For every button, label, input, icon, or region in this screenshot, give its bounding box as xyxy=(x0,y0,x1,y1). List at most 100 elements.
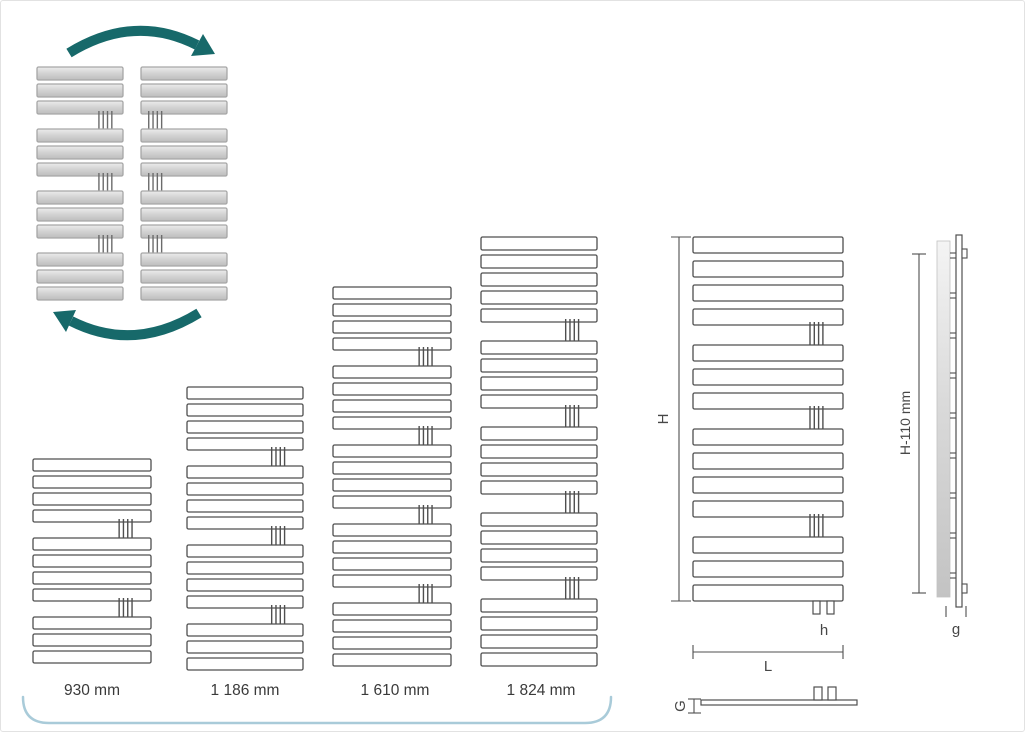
radiator-panel xyxy=(186,544,304,558)
radiator-panel xyxy=(32,616,152,630)
radiator-panel xyxy=(332,320,452,334)
radiator-panel xyxy=(332,416,452,430)
radiator-panel xyxy=(332,619,452,633)
radiator-panel xyxy=(480,340,598,355)
radiator-panel xyxy=(480,598,598,613)
radiator-panel xyxy=(480,634,598,649)
radiator-size-4 xyxy=(480,236,598,667)
dim-g: g xyxy=(945,606,967,638)
radiator-panel xyxy=(186,516,304,530)
radiator-panel xyxy=(36,207,124,222)
radiator-size-1 xyxy=(32,458,152,664)
radiator-panel xyxy=(332,540,452,554)
radiator-3-label: 1 610 mm xyxy=(361,682,430,699)
radiator-panel xyxy=(36,128,124,143)
radiator-panel xyxy=(332,495,452,509)
radiator-panel xyxy=(332,557,452,571)
radiator-panel xyxy=(332,399,452,413)
radiator-panel xyxy=(480,308,598,323)
radiator-panel xyxy=(480,530,598,545)
dim-H: H xyxy=(655,236,691,602)
radiator-panel xyxy=(32,571,152,585)
connection-stub xyxy=(826,600,835,615)
rotate-arrow-bottom xyxy=(68,308,202,341)
radiator-panel xyxy=(32,537,152,551)
radiator-panel xyxy=(140,190,228,205)
radiator-panel xyxy=(32,633,152,647)
radiator-panel xyxy=(480,236,598,251)
radiator-panel xyxy=(692,584,844,602)
radiator-panel xyxy=(186,561,304,575)
radiator-panel xyxy=(332,574,452,588)
radiator-panel xyxy=(692,536,844,554)
radiator-panel xyxy=(332,303,452,317)
radiator-panel xyxy=(480,290,598,305)
radiator-panel xyxy=(32,588,152,602)
radiator-panel xyxy=(692,476,844,494)
bottom-connection-pipe xyxy=(827,686,837,701)
bottom-profile xyxy=(700,699,858,706)
radiator-panel xyxy=(692,284,844,302)
reversibility-illustration xyxy=(36,25,228,341)
radiator-panel xyxy=(36,190,124,205)
radiator-panel xyxy=(692,560,844,578)
radiator-panel xyxy=(692,500,844,518)
radiator-panel xyxy=(186,595,304,609)
radiator-panel xyxy=(36,269,124,284)
radiator-panel xyxy=(32,475,152,489)
wall-bracket xyxy=(961,583,968,594)
radiator-panel xyxy=(140,252,228,267)
connection-stub xyxy=(812,600,821,615)
radiator-panel xyxy=(140,66,228,81)
radiator-panel xyxy=(140,162,228,177)
radiator-panel xyxy=(692,452,844,470)
radiator-panel xyxy=(692,308,844,326)
radiator-panel xyxy=(332,523,452,537)
radiator-size-3 xyxy=(332,286,452,667)
radiator-panel xyxy=(186,499,304,513)
radiator-panel xyxy=(186,465,304,479)
rotate-arrow-top-head-icon xyxy=(191,34,215,56)
dimension-side-view xyxy=(936,234,968,608)
radiator-panel xyxy=(692,392,844,410)
radiator-panel xyxy=(480,480,598,495)
radiator-panel xyxy=(36,286,124,301)
radiator-panel xyxy=(140,286,228,301)
radiator-panel xyxy=(186,386,304,400)
radiator-panel xyxy=(36,162,124,177)
radiator-panel xyxy=(480,616,598,631)
radiator-panel xyxy=(32,458,152,472)
radiator-panel xyxy=(140,128,228,143)
radiator-panel xyxy=(480,566,598,581)
radiator-panel xyxy=(186,437,304,451)
radiator-panel xyxy=(480,272,598,287)
bottom-connection-pipe xyxy=(813,686,823,701)
radiator-1-label: 930 mm xyxy=(64,682,120,699)
radiator-panel xyxy=(332,653,452,667)
radiator-panel xyxy=(332,602,452,616)
radiator-panel xyxy=(692,260,844,278)
dim-G-label: G xyxy=(672,700,689,712)
size-range-bracket xyxy=(21,695,613,725)
radiator-panel xyxy=(32,492,152,506)
radiator-panel xyxy=(186,623,304,637)
dim-h: h xyxy=(820,622,828,639)
dim-G: G xyxy=(672,698,701,714)
radiator-panel xyxy=(692,344,844,362)
radiator-panel xyxy=(332,478,452,492)
radiator-panel xyxy=(332,286,452,300)
radiator-panel xyxy=(480,358,598,373)
radiator-panel xyxy=(140,207,228,222)
radiator-panel xyxy=(332,636,452,650)
radiator-panel xyxy=(36,66,124,81)
dim-H110-label: H-110 mm xyxy=(897,391,913,455)
radiator-4-label: 1 824 mm xyxy=(507,682,576,699)
wall-bracket xyxy=(961,248,968,259)
radiator-panel xyxy=(480,376,598,391)
radiator-panel xyxy=(140,100,228,115)
radiator-size-2 xyxy=(186,386,304,671)
side-panel xyxy=(936,240,951,598)
radiator-panel xyxy=(332,337,452,351)
